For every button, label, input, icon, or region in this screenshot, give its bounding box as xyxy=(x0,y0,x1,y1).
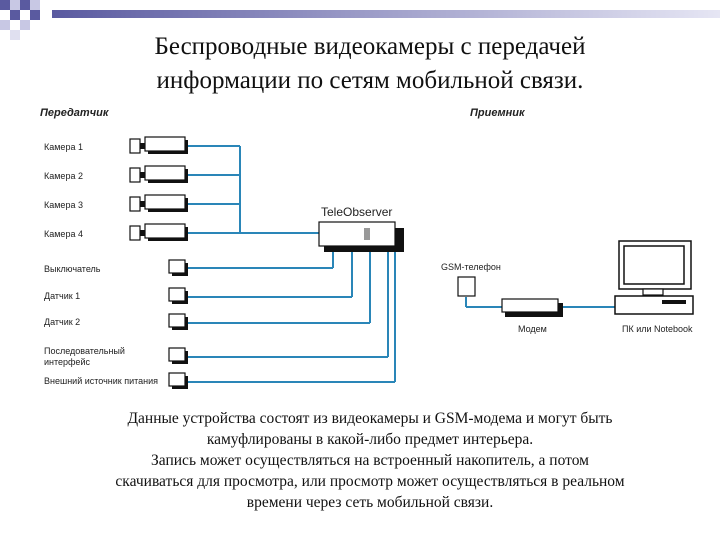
description-line-4: скачиваться для просмотра, или просмотр … xyxy=(115,473,625,490)
gsm-phone-device xyxy=(457,276,476,297)
description: Данные устройства состоят из видеокамеры… xyxy=(60,408,680,513)
slide-title: Беспроводные видеокамеры с передачей инф… xyxy=(40,30,700,98)
serial-interface-label-line-1: Последовательный xyxy=(44,346,125,356)
teleobserver-device xyxy=(318,221,404,252)
wire-bundle xyxy=(185,145,615,383)
camera-2 xyxy=(129,165,188,183)
slide-title-line-2: информации по сетям мобильной связи. xyxy=(156,67,584,94)
camera-1-label: Камера 1 xyxy=(44,142,83,152)
camera-3 xyxy=(129,194,188,212)
pc-label: ПК или Notebook xyxy=(622,324,693,334)
modem-device xyxy=(501,298,563,317)
camera-3-label: Камера 3 xyxy=(44,200,83,210)
serial-interface-label-line-2: интерфейс xyxy=(44,357,90,367)
power-supply-label: Внешний источник питания xyxy=(44,376,158,386)
serial-interface-device xyxy=(168,347,188,364)
camera-1 xyxy=(129,136,188,154)
modem-label: Модем xyxy=(518,324,547,334)
teleobserver-label: TeleObserver xyxy=(321,205,392,219)
camera-4-label: Камера 4 xyxy=(44,229,83,239)
sensor-1-device xyxy=(168,287,188,304)
receiver-heading: Приемник xyxy=(470,107,526,119)
slide-header-decoration xyxy=(0,0,720,40)
system-diagram: Передатчик Приемник xyxy=(40,107,694,389)
switch-label: Выключатель xyxy=(44,264,101,274)
gsm-phone-label: GSM-телефон xyxy=(441,262,501,272)
slide-title-line-1: Беспроводные видеокамеры с передачей xyxy=(154,33,586,60)
sensor-2-device xyxy=(168,313,188,330)
camera-2-label: Камера 2 xyxy=(44,171,83,181)
pc-device xyxy=(614,240,694,315)
sensor-1-label: Датчик 1 xyxy=(44,291,80,301)
sensor-2-label: Датчик 2 xyxy=(44,317,80,327)
description-line-5: времени через сеть мобильной связи. xyxy=(246,494,494,511)
description-line-2: камуфлированы в какой-либо предмет интер… xyxy=(206,431,534,448)
description-line-3: Запись может осуществляться на встроенны… xyxy=(151,452,589,469)
power-supply-device xyxy=(168,372,188,389)
switch-device xyxy=(168,259,188,276)
camera-4 xyxy=(129,223,188,241)
description-line-1: Данные устройства состоят из видеокамеры… xyxy=(127,410,613,427)
transmitter-heading: Передатчик xyxy=(40,107,110,119)
